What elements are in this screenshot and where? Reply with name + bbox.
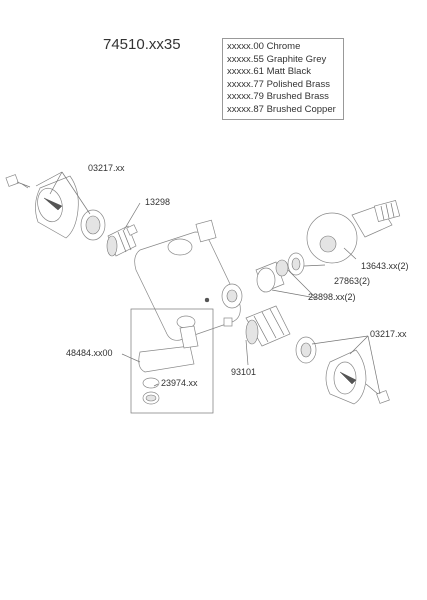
finish-item: xxxxx.55 Graphite Grey	[227, 53, 327, 65]
mixer-body	[134, 219, 243, 341]
screw-left	[5, 174, 31, 189]
label-nut: 23898.xx(2)	[308, 292, 356, 302]
finish-item: xxxxx.61 Matt Black	[227, 66, 311, 78]
finish-legend: xxxxx.00 Chrome xxxxx.55 Graphite Grey x…	[222, 38, 344, 120]
seal-ring	[287, 252, 305, 276]
part-number-title: 74510.xx35	[103, 36, 181, 53]
finish-item: xxxxx.00 Chrome	[227, 41, 301, 52]
cartridge-left	[106, 224, 138, 257]
screw-right	[365, 383, 390, 404]
finish-item: xxxxx.79 Brushed Brass	[227, 91, 329, 103]
label-handle-left: 03217.xx	[88, 163, 125, 173]
label-thermostat-handle: 13643.xx(2)	[361, 261, 409, 271]
finish-item: xxxxx.87 Brushed Copper	[227, 103, 336, 115]
rosette-left	[80, 209, 106, 241]
label-seal: 27863(2)	[334, 276, 371, 286]
rosette-right	[295, 336, 317, 364]
finish-item: xxxxx.77 Polished Brass	[227, 78, 330, 90]
label-aerator: 23974.xx	[161, 378, 198, 388]
label-cartridge-right: 93101	[231, 367, 257, 377]
leader-lines	[35, 171, 381, 395]
thermostat-handle	[306, 199, 401, 264]
handle-right	[325, 349, 367, 405]
label-spout: 48484.xx00	[66, 348, 113, 358]
label-cartridge-left: 13298	[145, 197, 171, 207]
handle-left	[35, 175, 79, 239]
label-handle-right: 03217.xx	[370, 329, 407, 339]
nut	[255, 259, 289, 293]
cartridge-right	[223, 305, 291, 347]
